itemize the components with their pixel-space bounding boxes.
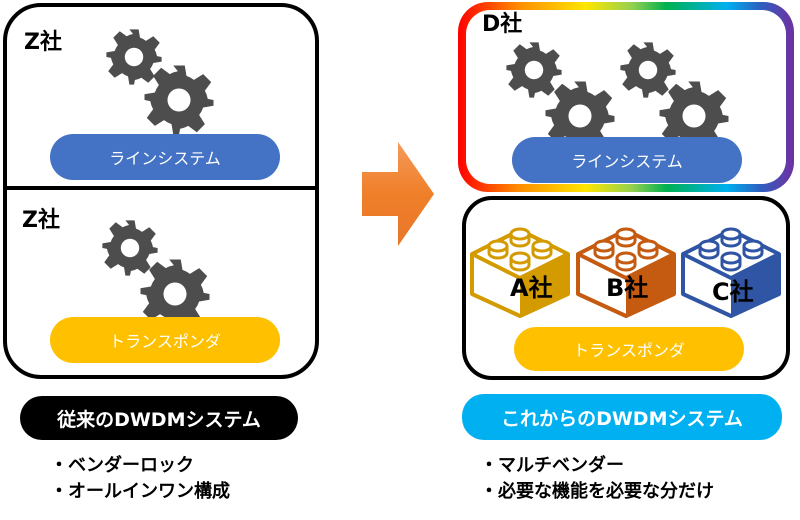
- future-transponder-box: [462, 196, 790, 380]
- bullet-item: ・マルチベンダー: [480, 455, 624, 476]
- lego-block-icon: [468, 222, 572, 322]
- legacy-transponder-company-label: Z社: [22, 208, 60, 233]
- bullet-item: ・必要な機能を必要な分だけ: [480, 481, 714, 502]
- right-arrow-icon: [362, 142, 434, 246]
- legacy-system-title: 従来のDWDMシステム: [20, 396, 298, 440]
- legacy-system-box: [3, 3, 319, 379]
- vendor-c-label: C社: [712, 278, 754, 306]
- bullet-item: ・ベンダーロック: [50, 455, 194, 476]
- legacy-line-system-pill: ラインシステム: [50, 134, 280, 180]
- lego-block-icon: [574, 222, 678, 322]
- gears-icon: [104, 26, 224, 134]
- future-line-system-pill: ラインシステム: [512, 137, 742, 183]
- lego-block-icon: [679, 222, 783, 322]
- future-transponder-pill: トランスポンダ: [514, 327, 744, 371]
- legacy-transponder-pill: トランスポンダ: [50, 317, 280, 363]
- legacy-line-company-label: Z社: [24, 30, 62, 55]
- legacy-bullets: ・ベンダーロック ・オールインワン構成: [50, 453, 230, 505]
- future-line-company-label: D社: [482, 12, 523, 37]
- legacy-divider: [3, 186, 319, 190]
- gears-icon: [506, 40, 626, 140]
- vendor-a-label: A社: [510, 274, 553, 302]
- future-bullets: ・マルチベンダー ・必要な機能を必要な分だけ: [480, 453, 714, 505]
- vendor-b-label: B社: [606, 274, 649, 302]
- gears-icon: [620, 40, 740, 140]
- gears-icon: [100, 218, 220, 318]
- future-system-title: これからのDWDMシステム: [462, 394, 782, 440]
- bullet-item: ・オールインワン構成: [50, 481, 230, 502]
